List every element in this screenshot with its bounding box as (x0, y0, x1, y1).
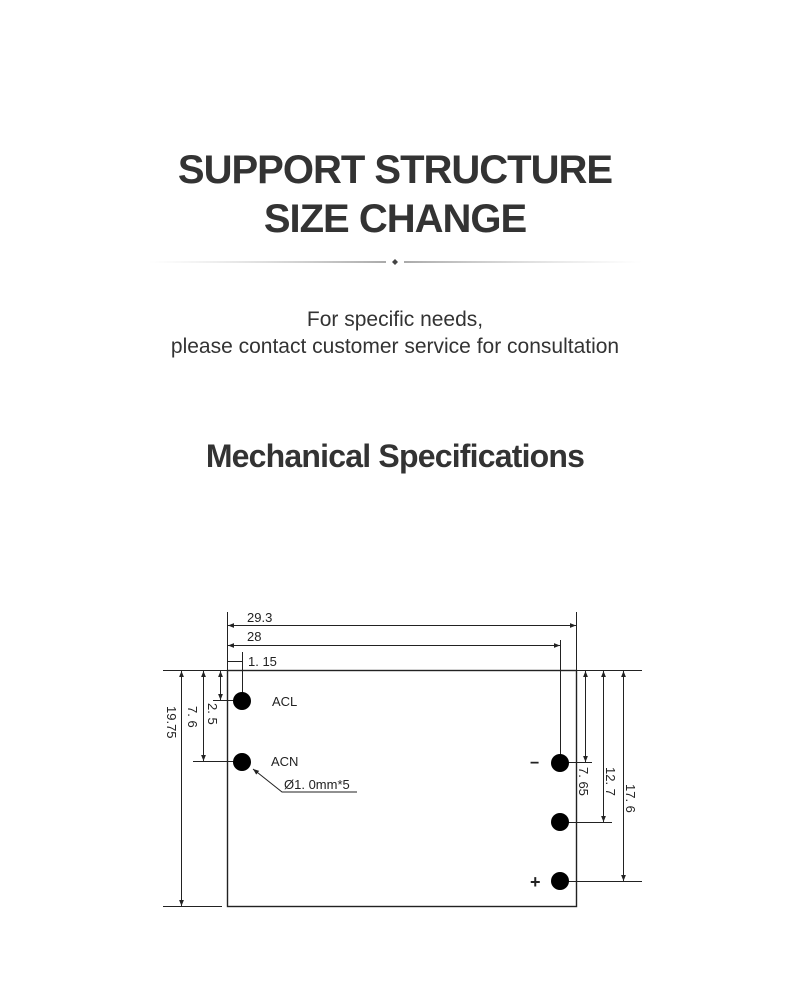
hole-leader (252, 768, 357, 793)
pin-acn (233, 753, 251, 771)
board-outline (226, 669, 578, 908)
dim-label-12-7: 12. 7 (603, 767, 618, 796)
page-title-line-2: SIZE CHANGE (263, 197, 527, 241)
dim-label-29-3: 29.3 (247, 610, 272, 625)
hole-spec-label: Ø1. 0mm*5 (284, 777, 350, 792)
pin-minus (551, 754, 569, 772)
title-divider (148, 259, 642, 265)
subtitle-line-1: For specific needs, (306, 308, 484, 331)
dim-label-28: 28 (247, 629, 261, 644)
dim-label-7-65: 7. 65 (576, 767, 591, 796)
pin-label-plus: + (530, 872, 541, 892)
subtitle-line-2: please contact customer service for cons… (170, 335, 620, 358)
dim-label-7-6: 7. 6 (185, 706, 200, 728)
section-heading: Mechanical Specifications (205, 438, 585, 474)
dim-label-2-5: 2. 5 (205, 703, 220, 725)
pin-label-acn: ACN (271, 754, 298, 769)
pin-acl (233, 692, 251, 710)
dim-label-17-6: 17. 6 (623, 784, 638, 813)
dim-label-1-15: 1. 15 (248, 654, 277, 669)
dim-label-19-75: 19.75 (164, 706, 179, 739)
pin-label-minus: − (530, 755, 539, 772)
page-title-line-1: SUPPORT STRUCTURE (177, 148, 613, 192)
pin-label-acl: ACL (272, 694, 297, 709)
pin-middle (551, 813, 569, 831)
pin-plus (551, 872, 569, 890)
